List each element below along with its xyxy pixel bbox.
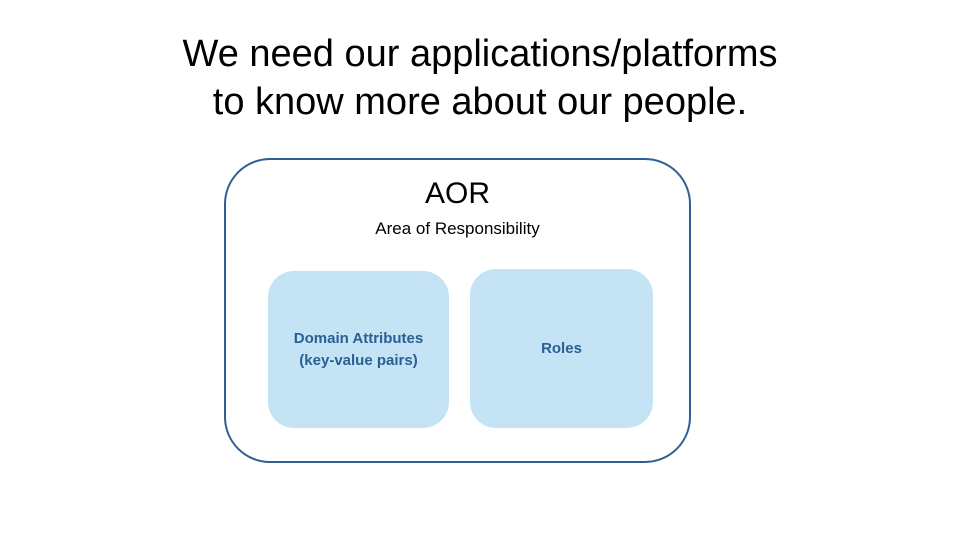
domain-attributes-label-line-1: Domain Attributes <box>293 329 424 347</box>
aor-subtitle: Area of Responsibility <box>375 219 540 238</box>
aor-container: AOR Area of Responsibility Domain Attrib… <box>224 158 691 463</box>
slide-title-line-2: to know more about our people. <box>212 81 748 123</box>
aor-title: AOR <box>424 177 490 210</box>
domain-attributes-label-line-2: (key-value pairs) <box>299 351 418 369</box>
roles-label-line-1: Roles <box>541 339 582 357</box>
slide-title: We need our applications/platforms to kn… <box>80 30 880 126</box>
domain-attributes-label: Domain Attributes (key-value pairs) <box>294 328 423 372</box>
roles-label: Roles <box>541 338 582 360</box>
roles-box: Roles <box>470 269 653 428</box>
domain-attributes-box: Domain Attributes (key-value pairs) <box>268 271 449 428</box>
slide-title-line-1: We need our applications/platforms <box>182 33 778 75</box>
